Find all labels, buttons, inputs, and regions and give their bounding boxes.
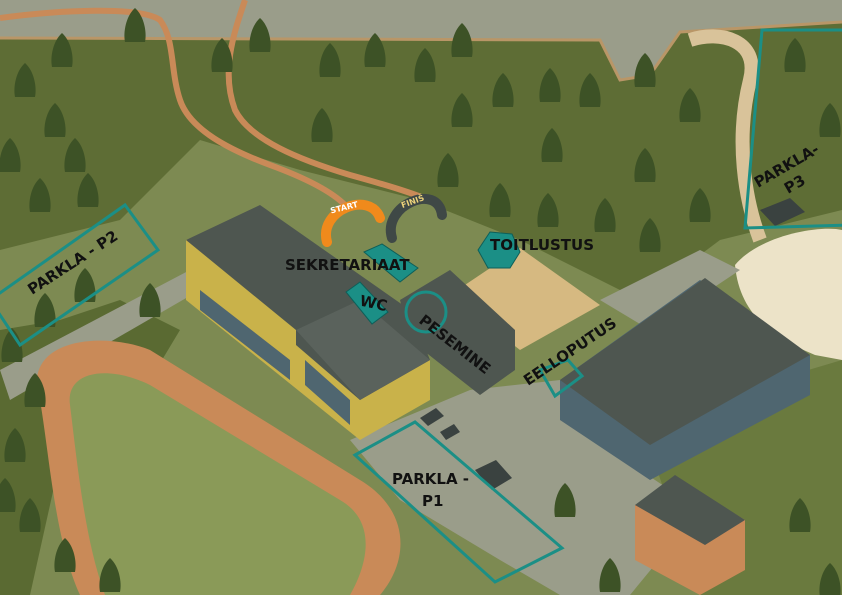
tree-icon bbox=[537, 193, 559, 227]
tree-icon bbox=[124, 8, 146, 42]
tree-icon bbox=[29, 178, 51, 212]
main-road-north bbox=[0, 0, 842, 80]
tree-icon bbox=[14, 63, 36, 97]
washing-marker bbox=[404, 290, 448, 334]
washing-building bbox=[400, 270, 515, 395]
parking-area-p1 bbox=[352, 420, 565, 584]
tree-icon bbox=[1, 328, 23, 362]
tree-icon bbox=[489, 183, 511, 217]
tree-icon bbox=[51, 33, 73, 67]
tree-icon bbox=[634, 53, 656, 87]
tree-icon bbox=[77, 173, 99, 207]
forest-area-north bbox=[0, 20, 842, 300]
track-infield bbox=[69, 373, 366, 595]
tree-icon bbox=[64, 138, 86, 172]
tree-icon bbox=[579, 73, 601, 107]
parking-p1-label-line2: P1 bbox=[422, 492, 443, 510]
catering-marker bbox=[477, 231, 521, 269]
tree-icon bbox=[539, 68, 561, 102]
parked-car bbox=[475, 460, 512, 490]
start-arch bbox=[321, 199, 385, 247]
tree-icon bbox=[634, 148, 656, 182]
tree-icon bbox=[414, 48, 436, 82]
finish-arch bbox=[385, 193, 447, 243]
wc-marker bbox=[345, 281, 389, 325]
catering-label: TOITLUSTUS bbox=[490, 236, 594, 254]
tree-icon bbox=[211, 38, 233, 72]
tree-icon bbox=[19, 498, 41, 532]
tree-icon bbox=[784, 38, 806, 72]
tree-icon bbox=[0, 478, 16, 512]
dirt-path-west bbox=[0, 7, 348, 208]
tree-icon bbox=[0, 138, 21, 172]
parked-car bbox=[440, 424, 460, 440]
tree-icon bbox=[679, 88, 701, 122]
tree-icon bbox=[599, 558, 621, 592]
tree-icon bbox=[639, 218, 661, 252]
tree-icon bbox=[819, 103, 841, 137]
tree-icon bbox=[451, 23, 473, 57]
tree-icon bbox=[24, 373, 46, 407]
tree-icon bbox=[492, 73, 514, 107]
wc-label: WC bbox=[358, 292, 389, 315]
sports-hall-roof bbox=[560, 278, 810, 445]
sand-field bbox=[450, 248, 600, 350]
tree-icon bbox=[99, 558, 121, 592]
parked-car bbox=[760, 198, 805, 226]
tree-icon bbox=[437, 153, 459, 187]
tree-icon bbox=[789, 498, 811, 532]
tree-icon bbox=[139, 283, 161, 317]
tree-icon bbox=[594, 198, 616, 232]
tree-icon bbox=[311, 108, 333, 142]
tree-icon bbox=[689, 188, 711, 222]
dirt-path-center bbox=[225, 0, 442, 208]
secretariat-label: SEKRETARIAAT bbox=[285, 256, 410, 274]
parked-car bbox=[420, 408, 444, 426]
main-building-lower-roof bbox=[296, 300, 430, 400]
tree-icon bbox=[44, 103, 66, 137]
cream-lawn-east bbox=[735, 228, 842, 360]
tree-group bbox=[0, 8, 841, 595]
tree-icon bbox=[819, 563, 841, 595]
parking-p1-label-line1: PARKLA - bbox=[392, 470, 469, 488]
dirt-path-east bbox=[687, 29, 767, 243]
tree-icon bbox=[451, 93, 473, 127]
tree-icon bbox=[319, 43, 341, 77]
secretariat-marker bbox=[363, 243, 419, 283]
parking-area-p2 bbox=[0, 202, 161, 348]
main-building-windows bbox=[200, 290, 350, 425]
tree-icon bbox=[54, 538, 76, 572]
tree-icon bbox=[364, 33, 386, 67]
road-to-p3 bbox=[600, 250, 740, 330]
parking-area-p3 bbox=[743, 28, 842, 230]
tree-icon bbox=[541, 128, 563, 162]
tree-icon bbox=[74, 268, 96, 302]
tree-icon bbox=[554, 483, 576, 517]
tree-icon bbox=[4, 428, 26, 462]
pre-start-marker bbox=[537, 358, 585, 399]
brick-building-roof bbox=[635, 475, 745, 545]
tree-icon bbox=[249, 18, 271, 52]
tree-icon bbox=[34, 293, 56, 327]
